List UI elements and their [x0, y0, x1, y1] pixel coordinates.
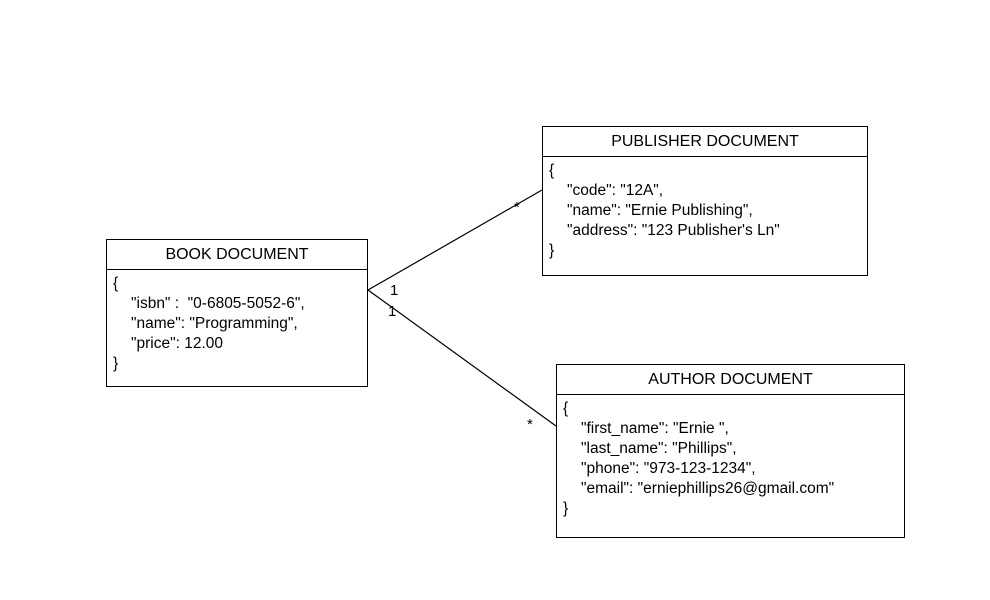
publisher-document-title: PUBLISHER DOCUMENT — [543, 127, 867, 157]
publisher-document-body: { "code": "12A", "name": "Ernie Publishi… — [543, 157, 867, 261]
publisher-field-name: "name": "Ernie Publishing", — [567, 202, 753, 219]
book-field-name: "name": "Programming", — [131, 315, 298, 332]
author-field-last-name: "last_name": "Phillips", — [581, 440, 737, 457]
book-publisher-multiplicity-publisher: * — [514, 199, 520, 216]
book-author-multiplicity-author: * — [527, 416, 533, 433]
close-brace: } — [549, 242, 555, 259]
publisher-field-code: "code": "12A", — [567, 182, 664, 199]
book-author-connector — [367, 289, 557, 427]
open-brace: { — [113, 275, 119, 292]
book-publisher-multiplicity-book: 1 — [390, 282, 399, 299]
book-author-multiplicity-book: 1 — [388, 303, 397, 320]
open-brace: { — [563, 400, 569, 417]
book-document-body: { "isbn" : "0-6805-5052-6", "name": "Pro… — [107, 270, 367, 374]
close-brace: } — [113, 355, 119, 372]
author-document-body: { "first_name": "Ernie ", "last_name": "… — [557, 395, 904, 519]
author-field-first-name: "first_name": "Ernie ", — [581, 420, 729, 437]
author-document-box[interactable]: AUTHOR DOCUMENT { "first_name": "Ernie "… — [556, 364, 905, 538]
book-document-title: BOOK DOCUMENT — [107, 240, 367, 270]
open-brace: { — [549, 162, 555, 179]
author-field-phone: "phone": "973-123-1234", — [581, 460, 756, 477]
author-document-title: AUTHOR DOCUMENT — [557, 365, 904, 395]
close-brace: } — [563, 500, 569, 517]
publisher-field-address: "address": "123 Publisher's Ln" — [567, 222, 780, 239]
book-field-isbn: "isbn" : "0-6805-5052-6", — [131, 295, 305, 312]
publisher-document-box[interactable]: PUBLISHER DOCUMENT { "code": "12A", "nam… — [542, 126, 868, 276]
book-publisher-connector — [367, 189, 543, 291]
book-field-price: "price": 12.00 — [131, 335, 224, 352]
book-document-box[interactable]: BOOK DOCUMENT { "isbn" : "0-6805-5052-6"… — [106, 239, 368, 387]
author-field-email: "email": "erniephillips26@gmail.com" — [581, 480, 835, 497]
